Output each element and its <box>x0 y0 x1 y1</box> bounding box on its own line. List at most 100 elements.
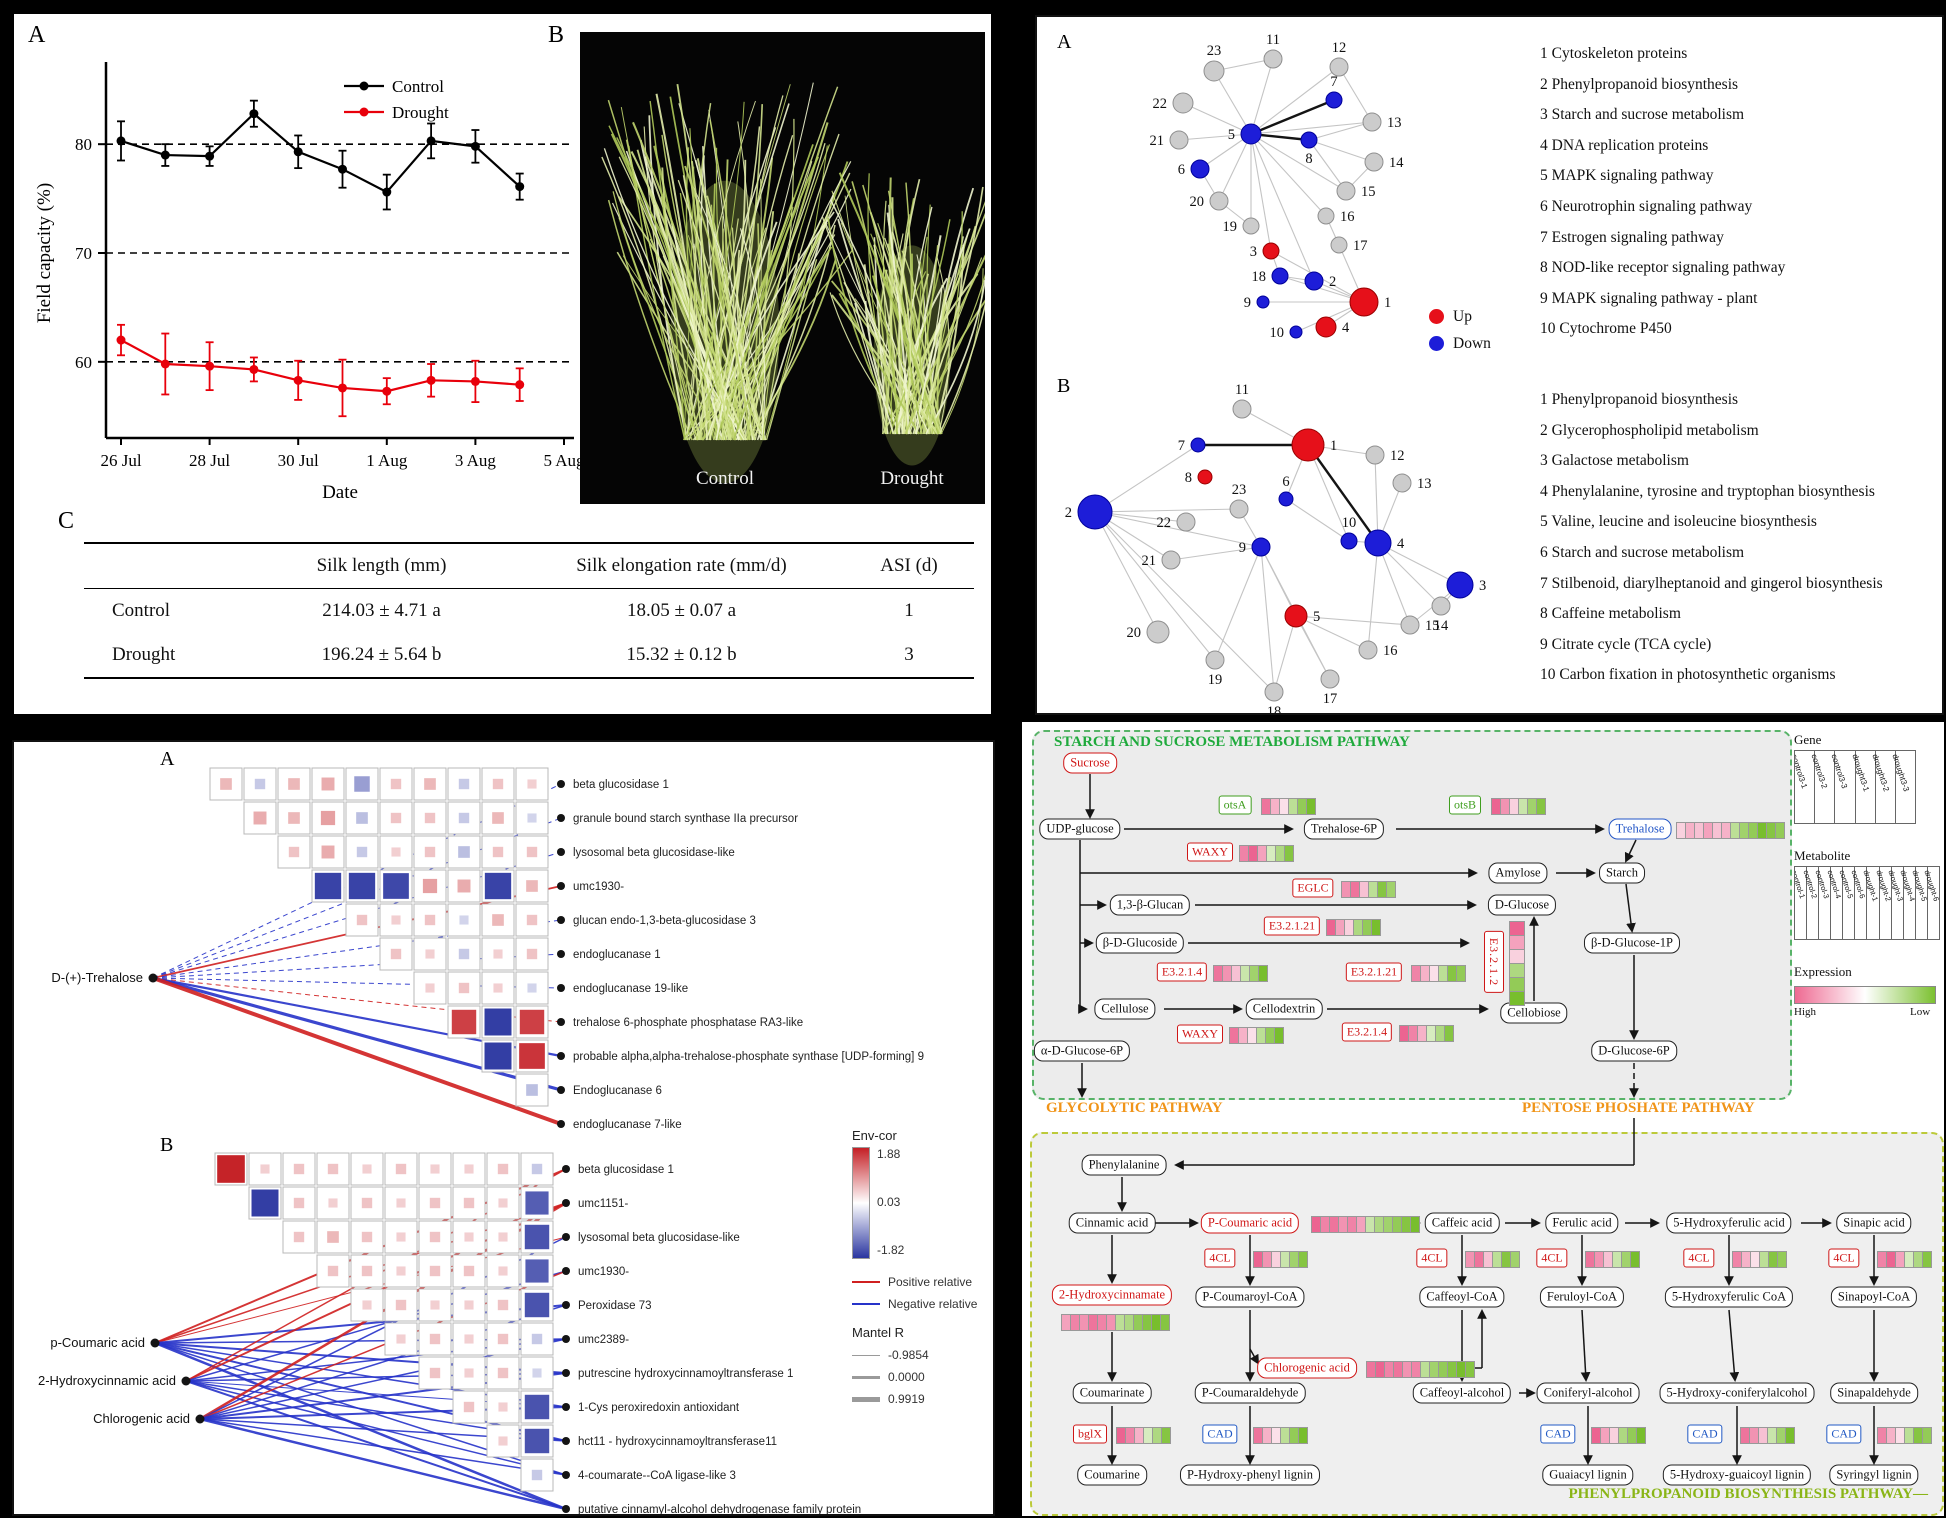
network-node-4 <box>1364 529 1392 557</box>
gene-dot <box>557 1052 565 1060</box>
network-edge <box>1250 133 1327 217</box>
node-number-label: 20 <box>1127 625 1142 641</box>
data-point <box>338 383 347 393</box>
matrix-cell-value <box>293 1197 305 1209</box>
silk-strand <box>762 144 831 441</box>
enzyme-node: CAD <box>1687 1424 1723 1444</box>
mantel-r-item: -0.9854 <box>852 1344 994 1366</box>
matrix-cell-value <box>458 778 470 790</box>
series-line <box>120 112 521 194</box>
enzyme-node: E3.2.1.21 <box>1345 962 1403 982</box>
node-number-label: 19 <box>1223 219 1238 235</box>
matrix-cell-value <box>459 915 469 925</box>
matrix-cell-value <box>425 983 435 993</box>
matrix-cell-value <box>424 846 436 858</box>
data-point <box>205 151 215 161</box>
matrix-cell-value <box>288 812 300 824</box>
legend-dot-icon <box>359 81 369 91</box>
heatmap-strip <box>1061 1314 1170 1331</box>
matrix-cell-value <box>497 1333 509 1345</box>
silk-strand <box>721 104 764 441</box>
legend-grid-cell: control-5 <box>1838 867 1856 939</box>
network-edge <box>1260 546 1275 693</box>
metabolite-node: Caffeoyl-alcohol <box>1412 1382 1512 1404</box>
metabolite-node: Trehalose <box>1608 818 1672 840</box>
heatmap-strip <box>1491 798 1546 815</box>
x-tick-label: 1 Aug <box>366 451 408 470</box>
matrix-cell-value <box>361 1197 373 1209</box>
photo-label-drought: Drought <box>880 468 944 489</box>
legend-grid-cell: control-2 <box>1802 867 1820 939</box>
silk-strand <box>765 259 818 441</box>
node-number-label: 18 <box>1252 269 1267 285</box>
enzyme-node: 4CL <box>1828 1248 1860 1268</box>
silk-strand <box>884 197 894 435</box>
matrix-cell-value <box>526 948 538 960</box>
network-node-17 <box>1330 236 1348 254</box>
legend-grid-cell: drought-4 <box>1898 867 1917 939</box>
heat-cell <box>1509 977 1525 992</box>
legend-grid-cell: drought3-1 <box>1850 751 1876 823</box>
series-legend-label: Drought <box>392 103 449 122</box>
matrix-cell-value <box>458 846 470 858</box>
metabolite-node: α-D-Glucose-6P <box>1033 1040 1131 1062</box>
silk-strand <box>936 254 950 435</box>
heatmap-strip <box>1585 1251 1640 1268</box>
gene-label: beta glucosidase 1 <box>573 779 669 791</box>
network-node-10 <box>1340 532 1358 550</box>
silk-strand <box>884 269 942 435</box>
data-point <box>249 109 259 119</box>
env-dot <box>150 1338 160 1348</box>
gene-label: probable alpha,alpha-trehalose-phosphate… <box>573 1051 924 1063</box>
pathway-legend-item: 2 Glycerophospholipid metabolism <box>1540 421 1759 439</box>
heatmap-strip <box>1116 1427 1171 1444</box>
gene-label: lysosomal beta glucosidase-like <box>578 1232 740 1244</box>
matrix-cell-value <box>348 872 376 900</box>
network-node-1 <box>1349 287 1379 317</box>
matrix-cell-value <box>527 779 537 789</box>
matrix-cell-value <box>497 1299 509 1311</box>
matrix-cell-value <box>362 1164 372 1174</box>
enzyme-node: bglX <box>1073 1424 1107 1444</box>
silk-strand <box>871 275 898 435</box>
matrix-cell-value <box>463 1197 475 1209</box>
network-node-18 <box>1271 267 1289 285</box>
silk-strand <box>838 172 940 435</box>
heat-cell <box>1465 1361 1475 1378</box>
matrix-cell-value <box>464 1300 474 1310</box>
silk-strand <box>831 294 940 435</box>
gene-dot <box>557 848 565 856</box>
heatmap-strip <box>1213 965 1268 982</box>
metabolite-node: 5-Hydroxy-guaicoyl lignin <box>1662 1464 1812 1486</box>
metabolite-node: 2-Hydroxycinnamate <box>1051 1284 1173 1306</box>
metabolite-node: Sinapoyl-CoA <box>1830 1286 1918 1308</box>
heat-cell <box>1410 1216 1420 1233</box>
data-point <box>515 380 525 390</box>
matrix-cell-value <box>361 1231 373 1243</box>
matrix-cell-value <box>526 880 538 892</box>
data-point <box>293 375 303 385</box>
metabolite-node: Trehalose-6P <box>1303 818 1385 840</box>
metabolite-node: UDP-glucose <box>1039 818 1121 840</box>
gene-label: trehalose 6-phosphate phosphatase RA3-li… <box>573 1017 803 1029</box>
gene-legend-title: Gene <box>1794 732 1822 747</box>
matrix-cell-value <box>526 846 538 858</box>
network-edge <box>1374 454 1379 544</box>
up-label: Up <box>1453 307 1472 325</box>
heatmap-strip <box>1732 1251 1787 1268</box>
node-number-label: 6 <box>1282 474 1289 490</box>
matrix-cell-value <box>524 1428 550 1454</box>
node-number-label: 21 <box>1142 553 1157 569</box>
silk-strand <box>628 145 686 441</box>
matrix-cell-value <box>524 1394 550 1420</box>
matrix-cell <box>345 801 379 835</box>
matrix-cell-value <box>327 1231 339 1243</box>
heatmap-strip <box>1399 1025 1454 1042</box>
legend-dot-icon <box>359 107 369 117</box>
metabolite-node: P-Coumaric acid <box>1200 1212 1300 1234</box>
silk-strand <box>739 228 766 441</box>
heatmap-strip <box>1311 1216 1420 1233</box>
